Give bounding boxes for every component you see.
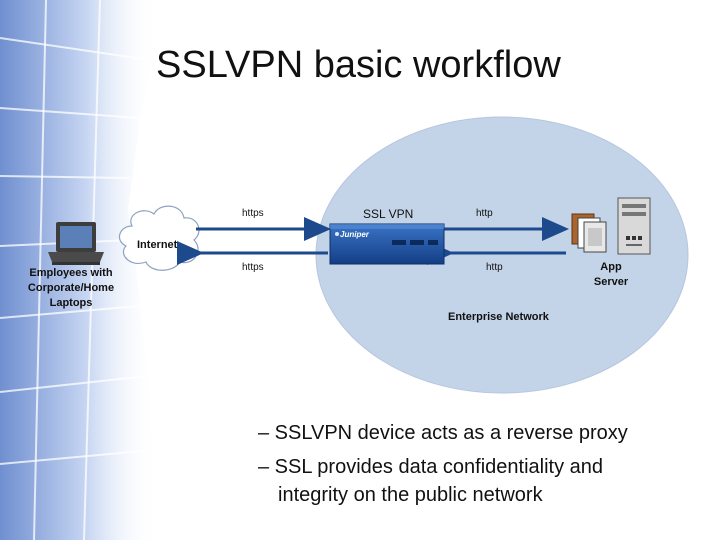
client-label-line3: Laptops [49, 297, 93, 309]
bullet-reverse-proxy: – SSLVPN device acts as a reverse proxy [258, 422, 628, 444]
device-brand-label: Juniper [340, 230, 369, 239]
internet-label: Internet [137, 239, 178, 251]
sslvpn-device-icon [329, 223, 445, 265]
app-server-label-line2: Server [593, 276, 629, 288]
http-top-label: http [476, 208, 493, 219]
client-label-line2: Corporate/Home [27, 282, 115, 294]
slide-title-text: SSLVPN basic workflow [156, 44, 561, 86]
https-bottom-label: https [242, 262, 264, 273]
enterprise-network-area [315, 116, 689, 394]
laptop-icon [48, 222, 104, 265]
bullet-confidentiality: – SSL provides data confidentiality and [258, 456, 604, 478]
sslvpn-label: SSL VPN [363, 207, 414, 221]
enterprise-network-label: Enterprise Network [448, 311, 549, 323]
client-label: Employees with Corporate/Home Laptops [14, 266, 128, 311]
bullet-confidentiality-cont: integrity on the public network [278, 484, 543, 506]
client-label-line1: Employees with [29, 267, 113, 279]
app-server-label: App Server [584, 260, 638, 290]
http-bottom-label: http [486, 262, 503, 273]
app-server-label-line1: App [600, 261, 622, 273]
traffic-arrows [177, 217, 569, 265]
slide-title: SSLVPN basic workflow [156, 44, 576, 87]
https-top-label: https [242, 208, 264, 219]
app-server-icon [571, 197, 651, 255]
